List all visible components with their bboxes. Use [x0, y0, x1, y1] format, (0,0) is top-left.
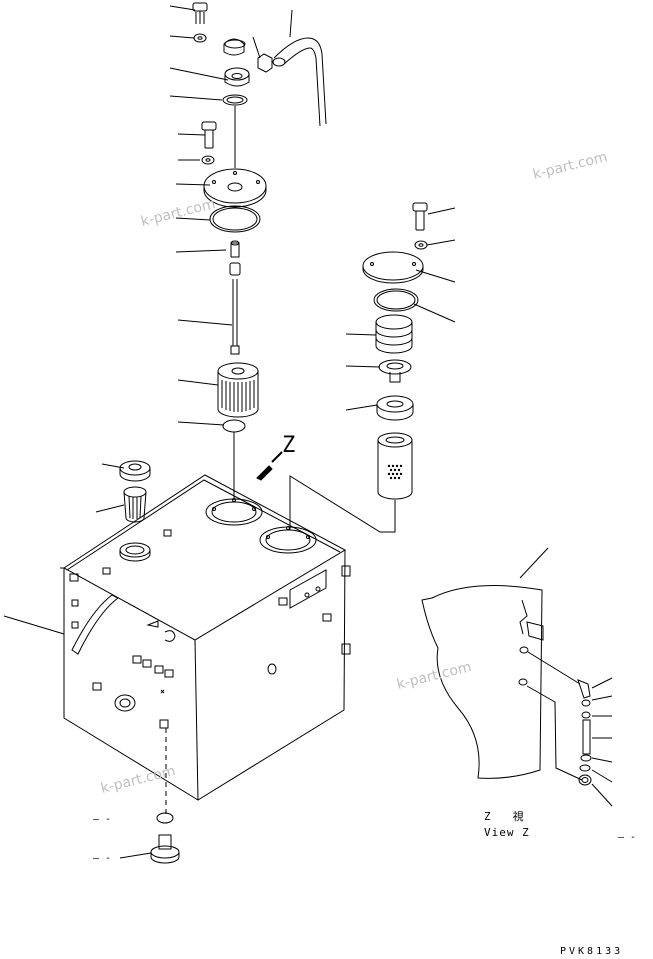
- right-spring: [375, 314, 413, 354]
- elbow-hose: [272, 37, 327, 127]
- filler-cap: [119, 460, 151, 482]
- cover-o-ring: [209, 205, 261, 233]
- right-element-holder: [376, 395, 414, 421]
- view-z-caption-en: View Z: [484, 826, 530, 839]
- dash-mark: – -: [618, 832, 637, 843]
- breather-cap: [223, 38, 250, 87]
- right-valve-seat: [378, 359, 412, 383]
- strainer-element: [217, 362, 259, 418]
- hydraulic-tank: [60, 474, 351, 815]
- filler-strainer: [123, 486, 147, 523]
- cap-gasket: [222, 94, 248, 106]
- right-cover-plate: [362, 251, 424, 284]
- drawing-code: PVK8133: [560, 946, 624, 957]
- view-z-caption-jp: Z 視: [484, 810, 524, 823]
- drain-plug: [150, 834, 180, 864]
- cover-bolt: [201, 121, 217, 149]
- hose-clip: [257, 53, 273, 73]
- strainer-gasket: [222, 419, 246, 433]
- right-o-ring: [373, 288, 419, 312]
- drain-gasket: [156, 812, 174, 824]
- filter-cover-plate: [203, 168, 267, 208]
- view-z-detail: [421, 547, 613, 807]
- filter-rod: [230, 279, 240, 355]
- view-z-arrow: [256, 451, 283, 481]
- dash-mark: – -: [93, 853, 112, 864]
- right-bolt: [412, 202, 428, 231]
- return-filter-element: [377, 432, 413, 500]
- cover-washer: [201, 155, 215, 165]
- spring: [229, 240, 241, 276]
- right-washer: [414, 240, 428, 250]
- dash-mark: – -: [93, 814, 112, 825]
- view-z-letter: Z: [282, 433, 296, 458]
- top-bolt: [192, 2, 208, 24]
- top-washer: [193, 33, 207, 43]
